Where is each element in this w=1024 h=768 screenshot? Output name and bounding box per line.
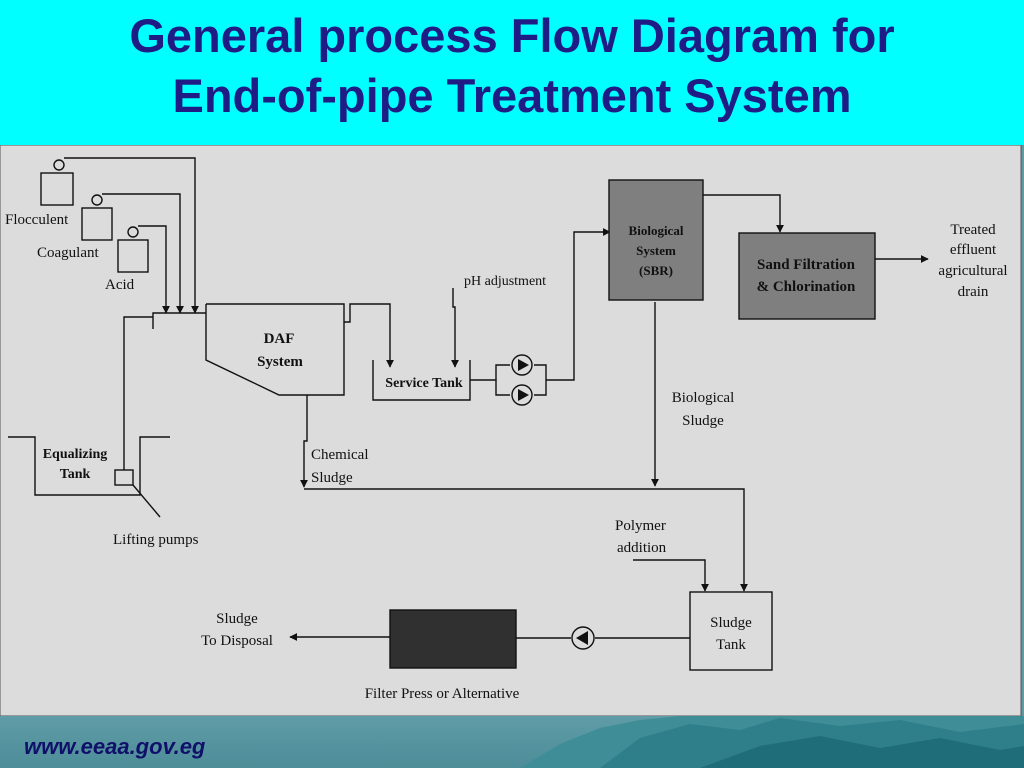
equalizing-tank bbox=[8, 436, 170, 496]
coagulant-dosing-line bbox=[102, 193, 184, 314]
disposal-label-2: To Disposal bbox=[201, 633, 273, 649]
flocculent-label: Flocculent bbox=[5, 212, 69, 228]
filter-press-box bbox=[389, 609, 517, 669]
mountain-decoration bbox=[520, 716, 1024, 768]
daf-label-2: System bbox=[257, 354, 303, 370]
sand-filtration-label-2: & Chlorination bbox=[757, 279, 856, 295]
page-title: General process Flow Diagram for End-of-… bbox=[0, 6, 1024, 126]
flocculent-dosing-line bbox=[64, 157, 199, 314]
feed-to-biological-line bbox=[546, 228, 611, 381]
sludge-tank-box bbox=[689, 591, 773, 671]
biological-system-box bbox=[608, 179, 704, 301]
daf-system-unit bbox=[205, 303, 345, 396]
polymer-label-1: Polymer bbox=[615, 518, 666, 534]
title-banner: General process Flow Diagram for End-of-… bbox=[0, 0, 1024, 145]
daf-label-1: DAF bbox=[264, 331, 295, 347]
filter-press-label: Filter Press or Alternative bbox=[365, 686, 520, 702]
polymer-label-2: addition bbox=[617, 540, 667, 556]
coagulant-label: Coagulant bbox=[37, 245, 99, 261]
daf-outlet-line bbox=[344, 303, 394, 368]
chemical-sludge-label-2: Sludge bbox=[311, 470, 353, 486]
equalizing-label-2: Tank bbox=[60, 467, 91, 482]
footer-bar: www.eeaa.gov.eg bbox=[0, 716, 1024, 768]
chemical-sludge-line bbox=[300, 395, 308, 488]
flocculent-pump-icon bbox=[53, 159, 65, 171]
lifting-pump-callout bbox=[132, 484, 161, 518]
service-pump-1-icon bbox=[511, 354, 533, 376]
acid-dosing-line bbox=[138, 225, 170, 314]
biological-sludge-label-2: Sludge bbox=[682, 413, 724, 429]
ph-adjustment-label: pH adjustment bbox=[464, 274, 546, 289]
equalizing-label-1: Equalizing bbox=[43, 447, 108, 462]
lifting-pump-line bbox=[123, 316, 153, 470]
lifting-pumps-label: Lifting pumps bbox=[113, 532, 199, 548]
title-line-2: End-of-pipe Treatment System bbox=[172, 69, 852, 122]
service-pump-2-arrow bbox=[518, 389, 529, 401]
treated-label-2: effluent bbox=[950, 242, 997, 258]
coagulant-pump-icon bbox=[91, 194, 103, 206]
biological-label-2: System bbox=[636, 243, 676, 258]
service-pump-1-arrow bbox=[518, 359, 529, 371]
disposal-label-1: Sludge bbox=[216, 611, 258, 627]
biological-label-3: (SBR) bbox=[639, 263, 673, 278]
sludge-header-line bbox=[304, 488, 748, 592]
sludge-tank-label-1: Sludge bbox=[710, 615, 752, 631]
daf-inlet-channel bbox=[152, 312, 206, 329]
sludge-tank-label-2: Tank bbox=[716, 637, 746, 653]
pump-inlet-top bbox=[470, 364, 510, 381]
biological-sludge-label-1: Biological bbox=[672, 390, 735, 406]
process-flow-diagram: Flocculent Coagulant Acid DAF System Equ… bbox=[0, 144, 1024, 717]
sand-filtration-box bbox=[738, 232, 876, 320]
coagulant-tank bbox=[81, 207, 113, 241]
acid-tank bbox=[117, 239, 149, 273]
chemical-sludge-label-1: Chemical bbox=[311, 447, 368, 463]
footer-url: www.eeaa.gov.eg bbox=[24, 734, 206, 759]
service-tank-label: Service Tank bbox=[385, 376, 463, 391]
diagram-canvas: Flocculent Coagulant Acid DAF System Equ… bbox=[0, 144, 1024, 717]
biological-to-sand-line bbox=[703, 194, 784, 233]
sludge-pump-arrow bbox=[576, 631, 588, 645]
treated-label-4: drain bbox=[958, 284, 989, 300]
acid-label: Acid bbox=[105, 277, 135, 293]
title-line-1: General process Flow Diagram for bbox=[129, 9, 895, 62]
biological-label-1: Biological bbox=[629, 223, 684, 238]
treated-label-3: agricultural bbox=[938, 263, 1007, 279]
service-pump-2-icon bbox=[511, 384, 533, 406]
treated-label-1: Treated bbox=[950, 222, 996, 238]
pump-inlet-bottom bbox=[495, 380, 510, 396]
acid-pump-icon bbox=[127, 226, 139, 238]
polymer-addition-line bbox=[633, 559, 709, 592]
flocculent-tank bbox=[40, 172, 74, 206]
sand-filtration-label-1: Sand Filtration bbox=[757, 257, 856, 273]
sludge-pump-icon bbox=[571, 626, 595, 650]
ph-adjustment-line bbox=[451, 288, 459, 368]
